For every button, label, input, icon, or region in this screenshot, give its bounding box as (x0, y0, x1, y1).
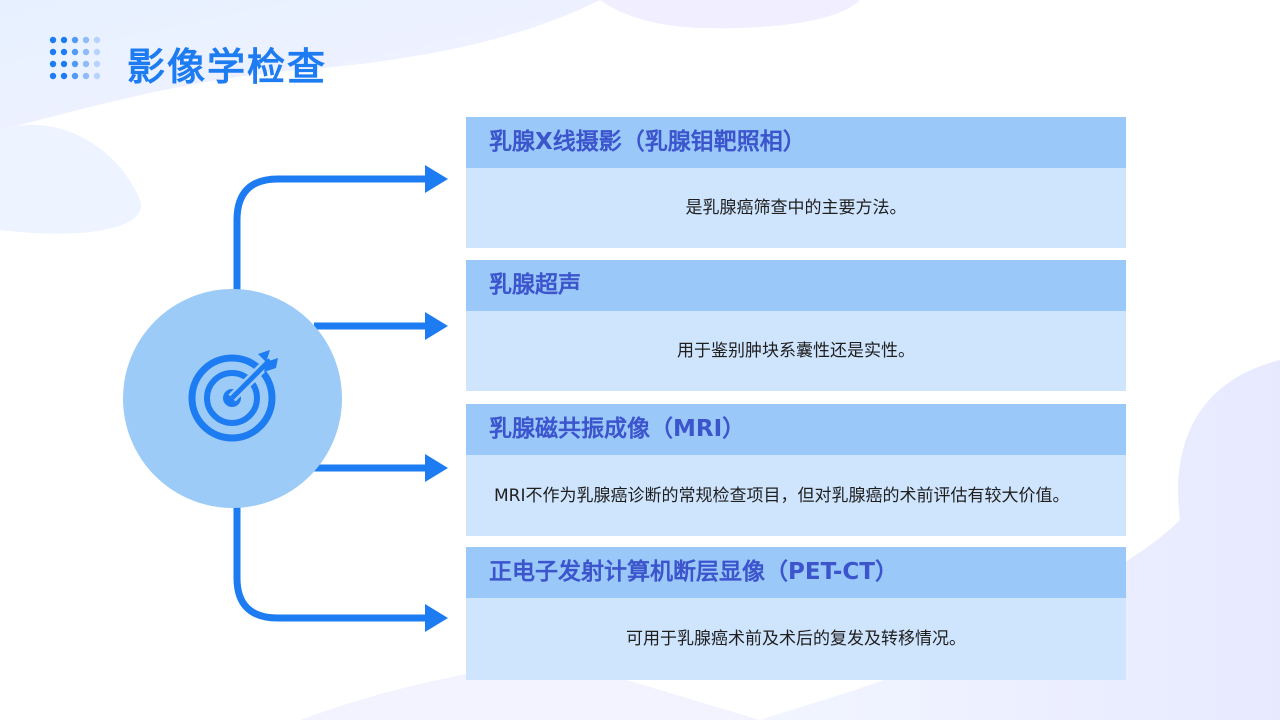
method-card-mammography: 乳腺X线摄影（乳腺钼靶照相） 是乳腺癌筛查中的主要方法。 (466, 117, 1126, 248)
dot-grid-icon (49, 36, 101, 80)
card-description: 用于鉴别肿块系囊性还是实性。 (466, 311, 1126, 391)
method-card-pet-ct: 正电子发射计算机断层显像（PET-CT） 可用于乳腺癌术前及术后的复发及转移情况… (466, 547, 1126, 680)
card-description: 是乳腺癌筛查中的主要方法。 (466, 168, 1126, 248)
arrow-head-3 (425, 454, 448, 482)
arrow-head-4 (425, 604, 448, 632)
card-heading: 正电子发射计算机断层显像（PET-CT） (466, 547, 1126, 598)
target-arrow-icon (188, 350, 278, 442)
method-card-mri: 乳腺磁共振成像（MRI） MRI不作为乳腺癌诊断的常规检查项目，但对乳腺癌的术前… (466, 404, 1126, 536)
card-heading: 乳腺超声 (466, 260, 1126, 311)
arrow-head-1 (425, 165, 448, 193)
method-card-ultrasound: 乳腺超声 用于鉴别肿块系囊性还是实性。 (466, 260, 1126, 391)
card-description: MRI不作为乳腺癌诊断的常规检查项目，但对乳腺癌的术前评估有较大价值。 (466, 455, 1126, 536)
card-heading: 乳腺X线摄影（乳腺钼靶照相） (466, 117, 1126, 168)
page-title: 影像学检查 (127, 45, 328, 89)
card-heading: 乳腺磁共振成像（MRI） (466, 404, 1126, 455)
card-description: 可用于乳腺癌术前及术后的复发及转移情况。 (466, 598, 1126, 680)
arrow-head-2 (425, 312, 448, 340)
